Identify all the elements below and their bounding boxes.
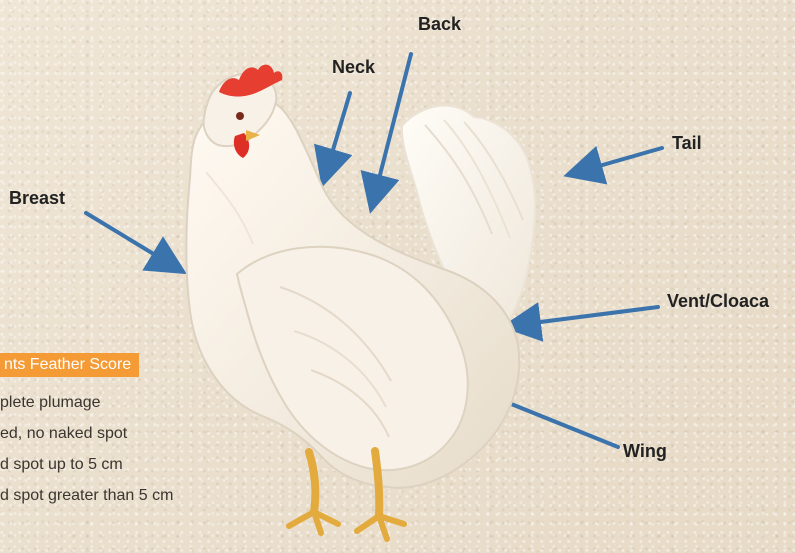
arrow-breast [86,213,180,270]
arrow-vent-cloaca [509,307,658,326]
feather-score-line-4: d spot greater than 5 cm [0,487,173,505]
arrow-neck [324,93,350,180]
feather-score-line-3: d spot up to 5 cm [0,456,123,474]
label-tail: Tail [672,133,702,154]
feather-score-line-2: ed, no naked spot [0,425,127,443]
arrow-tail [571,148,662,174]
label-back: Back [418,14,461,35]
feather-score-panel: nts Feather Score plete plumage ed, no n… [0,353,250,498]
feather-score-line-1: plete plumage [0,394,101,412]
feather-score-header: nts Feather Score [0,353,139,377]
label-neck: Neck [332,57,375,78]
label-wing: Wing [623,441,667,462]
label-vent-cloaca: Vent/Cloaca [667,291,769,312]
label-breast: Breast [9,188,65,209]
